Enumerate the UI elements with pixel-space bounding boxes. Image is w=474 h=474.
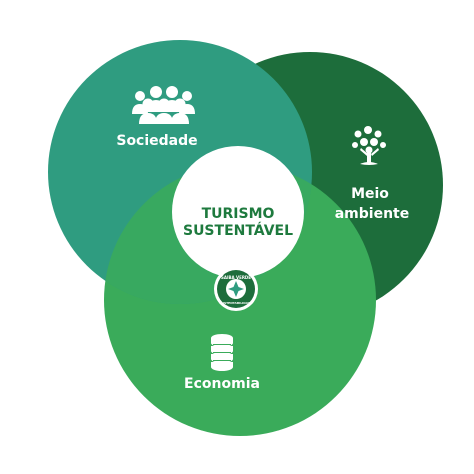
seal-text-bottom: SUSTENTABILIDADE: [219, 301, 252, 305]
leaf-star-icon: [228, 281, 244, 297]
people-group-icon: [132, 86, 195, 124]
meio-ambiente-label-line-1: Meio: [351, 186, 389, 202]
coin-lines: [213, 344, 231, 361]
economia-label: Economia: [184, 376, 260, 392]
seal-logo: SAIBA VERDE SUSTENTABILIDADE: [214, 267, 258, 311]
center-title-line-2: SUSTENTÁVEL: [183, 222, 293, 239]
meio-ambiente-label-line-2: ambiente: [335, 206, 410, 222]
seal-text-top: SAIBA VERDE: [221, 275, 251, 280]
tree-icon: [352, 126, 386, 165]
center-circle: [172, 146, 304, 278]
center-title-line-1: TURISMO: [202, 206, 275, 222]
sociedade-label: Sociedade: [116, 133, 197, 149]
